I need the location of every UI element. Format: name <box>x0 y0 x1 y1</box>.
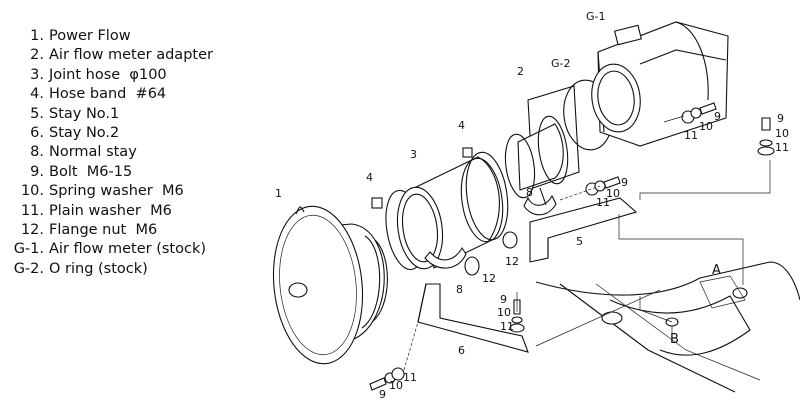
bolt-set-meter <box>663 102 717 124</box>
callout-12-upper: 12 <box>505 255 519 268</box>
parts-list-label: Stay No.1 <box>49 105 120 122</box>
parts-list-label: Air flow meter adapter <box>49 47 213 64</box>
parts-list-number: G-2. <box>13 260 44 277</box>
parts-list-number: 4. <box>30 86 44 103</box>
parts-list-label: O ring (stock) <box>49 260 148 277</box>
callout-10-adapter: 10 <box>606 187 620 200</box>
parts-list-label: Bolt M6-15 <box>49 163 133 180</box>
normal-stay-lower <box>424 246 467 269</box>
callout-9-adapter: 9 <box>621 176 628 189</box>
bolt-set-right <box>757 117 775 156</box>
parts-list-label: Plain washer M6 <box>49 202 172 219</box>
parts-list-number: 9. <box>30 163 44 180</box>
point-a-label: A <box>712 263 721 278</box>
callout-10-stay: 10 <box>497 306 511 319</box>
parts-list-number: 2. <box>30 47 44 64</box>
callout-11-right: 11 <box>775 141 789 154</box>
stay-no1 <box>529 197 638 263</box>
parts-list-label: Normal stay <box>49 144 137 161</box>
parts-list: 1. Power Flow 2. Air flow meter adapter 3.… <box>8 27 213 279</box>
callout-6: 6 <box>458 344 465 357</box>
parts-list-number: 3. <box>30 66 44 83</box>
hose-band-right <box>462 147 509 241</box>
vehicle-body <box>535 261 800 393</box>
parts-list-number: 10. <box>20 183 44 200</box>
normal-stay-upper <box>523 187 557 216</box>
parts-list-item: 12. Flange nut M6 <box>8 221 213 240</box>
callout-10-right: 10 <box>775 127 789 140</box>
parts-list-number: 6. <box>30 125 44 142</box>
parts-list-item: 8. Normal stay <box>8 143 213 162</box>
parts-list-label: Air flow meter (stock) <box>49 241 207 258</box>
stay-no2 <box>417 283 529 353</box>
callout-10-bottom: 10 <box>389 379 403 392</box>
callout-labels: G-1 G-2 2 4 3 4 1 8 8 12 12 5 6 9 10 11 … <box>275 10 789 401</box>
parts-list-item: G-1. Air flow meter (stock) <box>8 240 213 259</box>
callout-11-adapter: 11 <box>596 196 610 209</box>
parts-list-item: 9. Bolt M6-15 <box>8 163 213 182</box>
flange-nut-12-upper <box>502 231 518 249</box>
callout-11-bottom: 11 <box>403 371 417 384</box>
parts-list-number: 8. <box>30 144 44 161</box>
callout-9-right: 9 <box>777 112 784 125</box>
callout-4-right: 4 <box>458 119 465 132</box>
callout-2: 2 <box>517 65 524 78</box>
callout-9-meter: 9 <box>714 110 721 123</box>
parts-list-number: 1. <box>30 28 44 44</box>
parts-list-label: Flange nut M6 <box>49 222 158 239</box>
callout-1: 1 <box>275 187 282 200</box>
callout-g2: G-2 <box>551 57 571 70</box>
parts-list-label: Stay No.2 <box>49 125 120 142</box>
callout-8-upper: 8 <box>526 186 533 199</box>
parts-list-label: Power Flow <box>49 28 131 44</box>
callout-11-meter: 11 <box>684 129 698 142</box>
bolt-set-bottom <box>369 367 405 391</box>
callout-9-bottom: 9 <box>379 388 386 401</box>
parts-list-item: 2. Air flow meter adapter <box>8 46 213 65</box>
callout-9-stay: 9 <box>500 293 507 306</box>
callout-8-lower: 8 <box>456 283 463 296</box>
parts-list-number: 5. <box>30 105 44 122</box>
bolt-set-stay6 <box>509 299 525 333</box>
power-flow-filter <box>272 205 388 365</box>
parts-list-item: 1. Power Flow <box>8 27 213 46</box>
callout-10-meter: 10 <box>699 120 713 133</box>
flange-nut-12-lower <box>464 256 480 276</box>
parts-list-item: 3. Joint hose φ100 <box>8 66 213 85</box>
callout-11-stay: 11 <box>500 320 514 333</box>
callout-4-left: 4 <box>366 171 373 184</box>
point-b-label: B <box>670 332 679 347</box>
parts-list-label: Spring washer M6 <box>49 183 184 200</box>
parts-list-number: 11. <box>20 202 44 219</box>
parts-list-item: 10. Spring washer M6 <box>8 182 213 201</box>
callout-g1: G-1 <box>586 10 606 23</box>
parts-list-item: 4. Hose band #64 <box>8 85 213 104</box>
air-flow-meter-adapter <box>504 85 580 199</box>
callout-12-lower: 12 <box>482 272 496 285</box>
parts-list-number: G-1. <box>13 241 44 258</box>
callout-5: 5 <box>576 235 583 248</box>
joint-hose <box>396 156 504 270</box>
bolt-set-adapter <box>585 176 621 196</box>
parts-list-label: Hose band #64 <box>49 86 167 103</box>
callout-3: 3 <box>410 148 417 161</box>
parts-list-item: 5. Stay No.1 <box>8 105 213 124</box>
parts-list-label: Joint hose φ100 <box>49 66 167 83</box>
parts-list-item: G-2. O ring (stock) <box>8 260 213 279</box>
parts-list-item: 6. Stay No.2 <box>8 124 213 143</box>
parts-list-number: 12. <box>20 222 44 239</box>
leader-lines <box>403 160 771 371</box>
parts-list-item: 11. Plain washer M6 <box>8 202 213 221</box>
